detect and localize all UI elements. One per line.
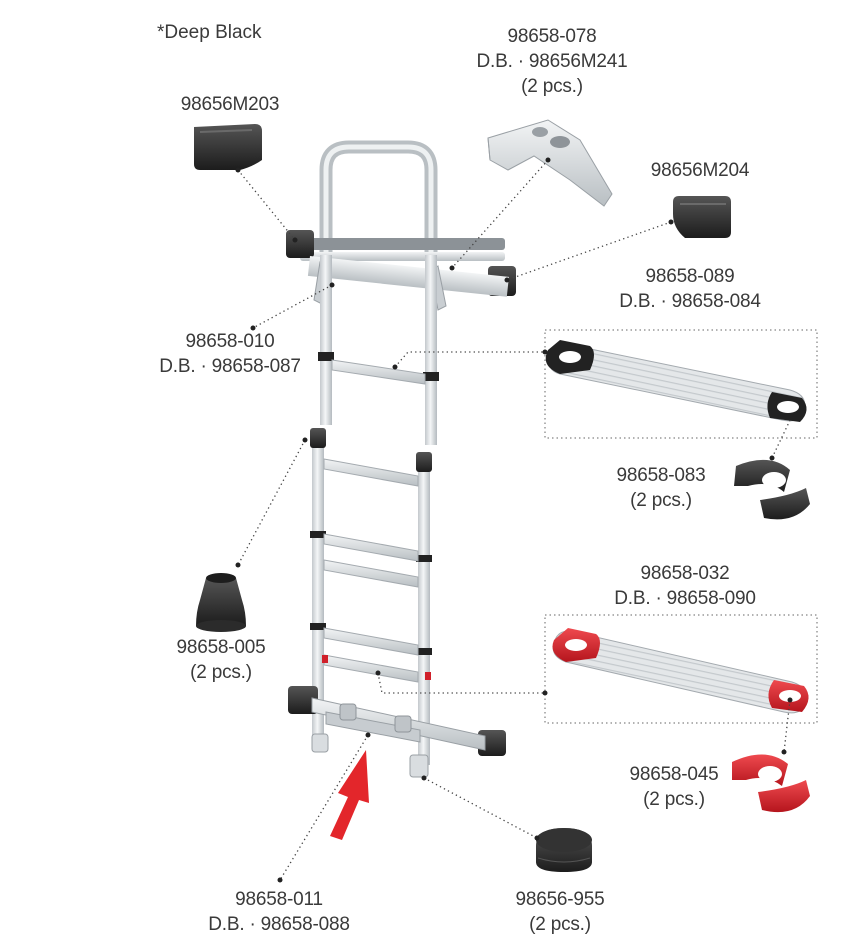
plug-part [536,828,592,872]
label-clip-red: 98658-045 (2 pcs.) [629,764,719,810]
rail-left-lower [312,430,324,750]
label-red-step: 98658-032 D.B. · 98658-090 [614,563,756,609]
ladder [286,140,516,778]
label-clip-black: 98658-083 (2 pcs.) [616,465,706,511]
black-clip-part [734,459,810,520]
label-plug: 98656-955 (2 pcs.) [515,889,605,935]
step-4 [323,559,419,588]
top-crossbar [300,238,505,250]
label-cap-left: 98656M203 [180,94,280,115]
mounting-arrow [330,750,369,840]
step-3 [323,533,419,562]
end-cap-part-right [673,196,731,238]
label-top-hook: 98658-010 D.B. · 98658-087 [159,331,301,377]
label-cap-right: 98656M204 [650,160,750,181]
end-cap-part-left [194,124,262,170]
step-1 [331,359,426,385]
label-bottom-frame: 98658-011 D.B. · 98658-088 [208,889,350,935]
red-step-part [552,628,809,714]
foot-cup-part [196,573,246,632]
bottom-end-cap-left [288,686,318,714]
label-handle-bracket: 98658-078 D.B. · 98656M241 (2 pcs.) [476,26,628,97]
handle-bracket-part [487,119,613,207]
leader-dots [235,157,795,883]
deep-black-note: *Deep Black [157,22,262,43]
leader-lines [237,159,793,881]
rail-left-upper [320,255,332,425]
red-step-frame [544,614,818,724]
upper-step-frame [544,329,818,439]
step-6 [323,654,419,683]
label-upper-step: 98658-089 D.B. · 98658-084 [619,266,761,312]
step-2 [323,458,419,487]
end-cap-left [286,230,314,258]
upper-step-part [545,340,807,422]
label-foot-cup: 98658-005 (2 pcs.) [176,637,266,683]
red-clip-part [732,754,810,813]
rail-right-upper [425,255,437,445]
step-5 [323,627,419,656]
rail-right-lower [418,455,430,765]
